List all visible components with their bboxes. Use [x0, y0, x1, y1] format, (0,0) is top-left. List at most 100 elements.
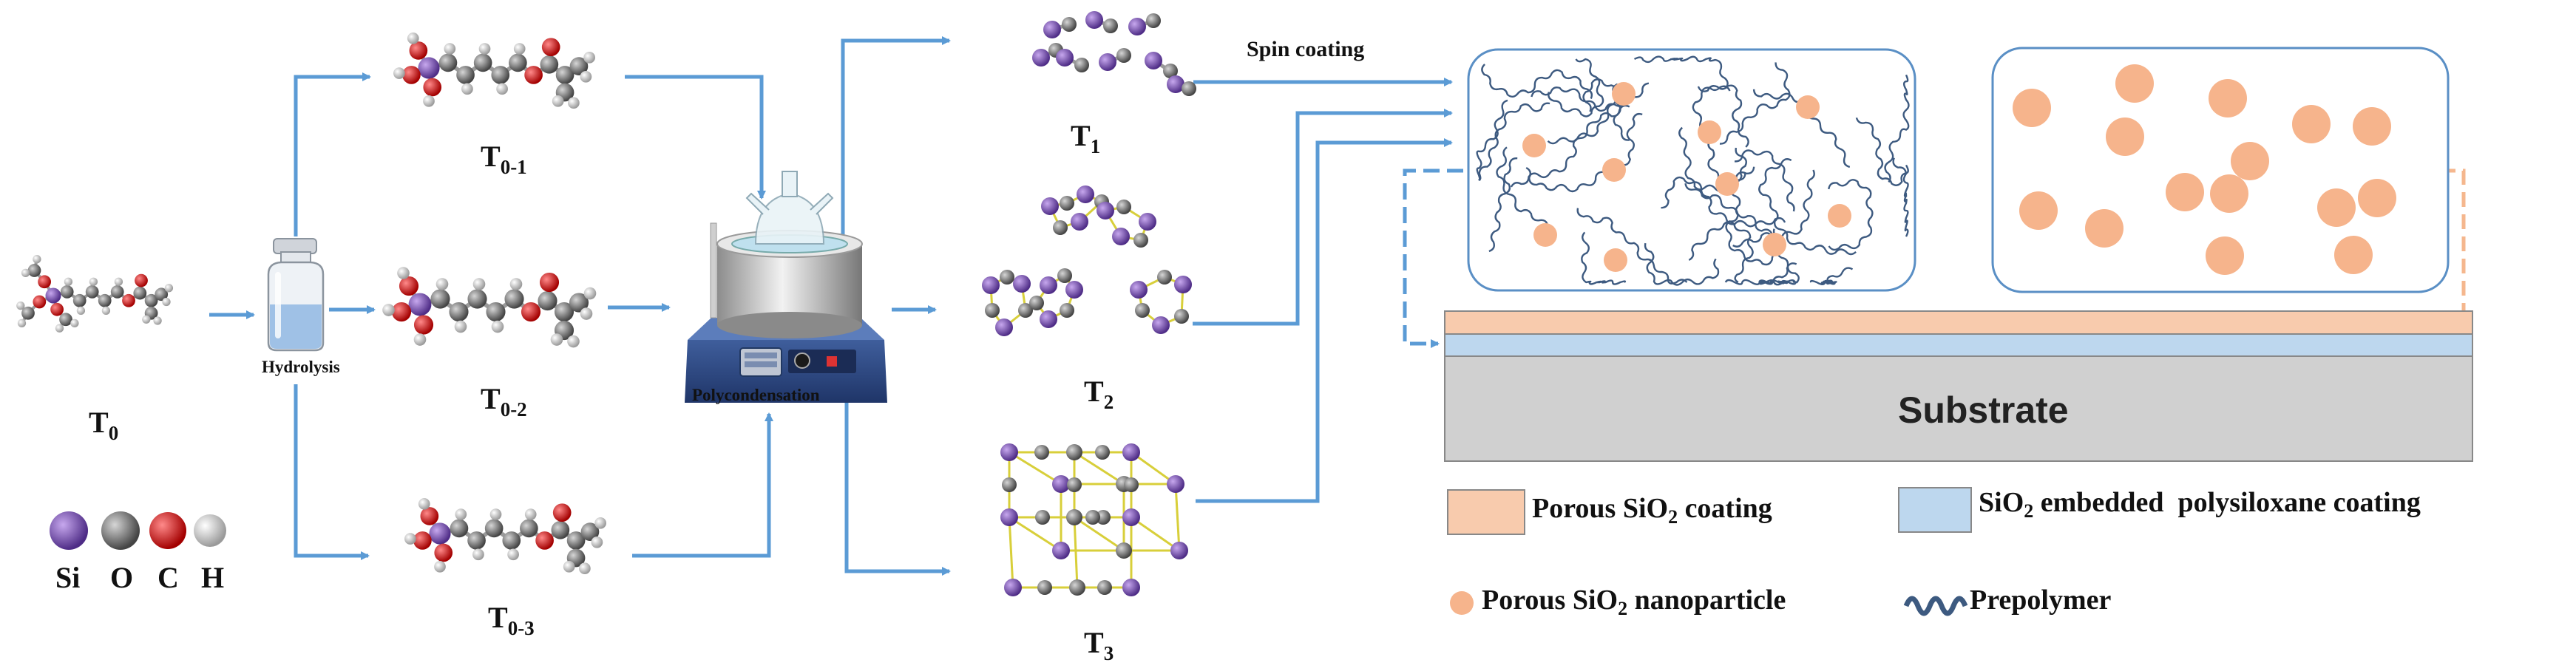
legend-swatch-embedded [1898, 487, 1972, 533]
hydrogen-atom [418, 498, 430, 510]
oxygen-atom [423, 78, 442, 97]
hydrogen-atom [594, 517, 606, 529]
hydrogen-atom [461, 83, 473, 95]
bond [1074, 451, 1125, 486]
oxygen-atom [1182, 81, 1196, 96]
oxygen-atom [434, 543, 453, 562]
nanoparticle [2292, 105, 2331, 143]
silicon-atom [1040, 276, 1057, 294]
bond [1131, 451, 1176, 486]
carbon-atom [569, 293, 589, 313]
hydrogen-atom [583, 51, 595, 64]
carbon-atom [1135, 303, 1150, 318]
polymer-chain [1719, 62, 1791, 145]
carbon-atom [1157, 270, 1172, 285]
polymer-chain [1661, 176, 1786, 228]
arrow-coating-to-embedded-layer [1403, 168, 1463, 348]
silicon-atom [1013, 275, 1031, 293]
nanoparticle [2317, 188, 2356, 227]
oxygen-atom [1096, 510, 1111, 525]
hydrogen-atom [153, 316, 162, 325]
silicon-atom [995, 319, 1013, 336]
oxygen-atom [413, 315, 434, 335]
carbon-atom [59, 313, 72, 327]
nanoparticle [2334, 236, 2373, 274]
oxygen-atom [1095, 445, 1110, 460]
silicon-atom [1032, 49, 1050, 67]
nanoparticle [2085, 209, 2123, 248]
oxygen-atom [50, 302, 64, 316]
oxygen-atom [1034, 445, 1049, 460]
step-spin-coating: Spin coating [1247, 37, 1365, 61]
oxygen-atom [1066, 444, 1082, 460]
carbon-atom [540, 55, 559, 74]
carbon-atom [98, 293, 112, 307]
silicon-atom [1128, 18, 1146, 35]
carbon-atom [520, 519, 538, 538]
polymer-chain [1644, 242, 1720, 286]
polymer-chain [1525, 112, 1643, 193]
silicon-atom [1145, 52, 1162, 69]
oxygen-atom [399, 276, 419, 296]
nanoparticle [2231, 142, 2269, 180]
hydrogen-atom [591, 536, 603, 548]
label-t3: T3 [1084, 626, 1114, 664]
hydrogen-atom-icon [194, 514, 226, 547]
molecule-t0-1 [393, 33, 595, 109]
legend-embedded-coating: SiO2 embedded polysiloxane coating [1979, 487, 2421, 522]
hydrogen-atom [524, 508, 537, 520]
hydrogen-atom [478, 43, 491, 55]
hydrogen-atom [55, 324, 64, 333]
carbon-atom [551, 520, 570, 539]
arrow-t01-to-reactor [625, 75, 766, 200]
polymer-chain [1734, 149, 1795, 212]
oxygen-atom [402, 66, 421, 84]
silicon-atom [1056, 49, 1074, 67]
silicon-atom [1000, 443, 1018, 461]
polymer-chain [1678, 126, 1747, 192]
carbon-atom [1174, 309, 1189, 324]
oxygen-atom [552, 503, 572, 522]
carbon-atom [554, 302, 574, 322]
hydrogen-atom [164, 284, 174, 293]
silicon-atom [1052, 542, 1070, 559]
carbon-atom [486, 302, 506, 322]
polymer-chain [1481, 64, 1593, 99]
legend-nanoparticle-dot [1450, 591, 1474, 615]
polymer-chain [1496, 146, 1549, 227]
silicon-atom [1122, 443, 1140, 461]
label-t0: T0 [89, 406, 119, 444]
hydrogen-atom [393, 67, 405, 79]
carbon-atom [509, 53, 527, 72]
silicon-atom [1139, 213, 1156, 231]
carbon-atom [449, 302, 469, 322]
polymer-chain [1548, 58, 1604, 117]
polymer-chain [1633, 55, 1729, 89]
carbon-atom [21, 306, 35, 320]
carbon-atom [484, 519, 504, 538]
hydrogen-atom [413, 333, 427, 346]
hydrogen-atom [21, 268, 30, 278]
polymer-chain [1884, 74, 1910, 183]
hydrogen-atom [114, 277, 123, 286]
label-t0-1: T0-1 [481, 140, 527, 178]
label-t2: T2 [1084, 375, 1114, 413]
polymer-chain [1478, 102, 1550, 180]
polymer-chain [1510, 104, 1630, 188]
silicon-atom [45, 287, 61, 304]
legend-porous-coating: Porous SiO2 coating [1532, 493, 1772, 528]
substrate-layer [1444, 355, 2473, 462]
carbon-atom [1053, 220, 1068, 235]
element-label-h: H [201, 561, 225, 594]
silicon-atom [1097, 202, 1114, 219]
carbon-atom [450, 519, 469, 538]
nanoparticle [2358, 179, 2396, 217]
hydrogen-atom [434, 560, 446, 573]
carbon-atom [555, 66, 574, 84]
carbon-atom [580, 522, 600, 541]
bond [1074, 516, 1125, 552]
hydrogen-atom [489, 508, 502, 520]
carbon-atom [1029, 296, 1044, 310]
arrow-reactor-to-t3 [844, 399, 951, 576]
carbon-atom [144, 293, 158, 307]
